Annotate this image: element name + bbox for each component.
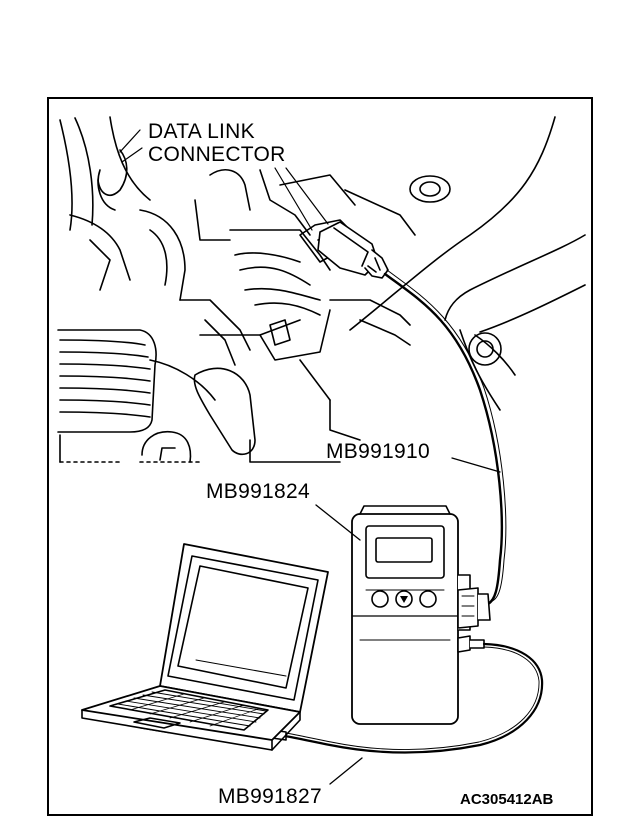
mb991827-leader (329, 757, 363, 785)
mb991910-cable (383, 272, 503, 606)
mb991824-leader (315, 504, 361, 541)
figure-code-label: AC305412AB (460, 791, 554, 808)
data-link-leader (274, 167, 313, 231)
mb991827-label: MB991827 (218, 785, 322, 808)
vci-buttons (371, 590, 437, 608)
vci-enter-button (419, 590, 437, 608)
vci-esc-button (371, 590, 389, 608)
data-link-leader-2 (285, 167, 329, 225)
usb-plug-vci (457, 635, 485, 653)
mb991910-vci-plug (457, 587, 491, 629)
data-link-connector-label-line1: DATA LINK (148, 120, 255, 143)
mb991824-label: MB991824 (206, 480, 310, 503)
data-link-label-tick (119, 129, 143, 163)
vci-device (351, 505, 471, 725)
mb991910-label: MB991910 (326, 440, 430, 463)
data-link-connector-label-line2: CONNECTOR (148, 143, 286, 166)
mb991827-cable (283, 642, 544, 754)
laptop-illustration (81, 543, 329, 751)
mb991910-cable-plug (317, 221, 389, 279)
mb991910-leader (451, 457, 501, 473)
vehicle-dashboard-illustration (57, 116, 586, 463)
